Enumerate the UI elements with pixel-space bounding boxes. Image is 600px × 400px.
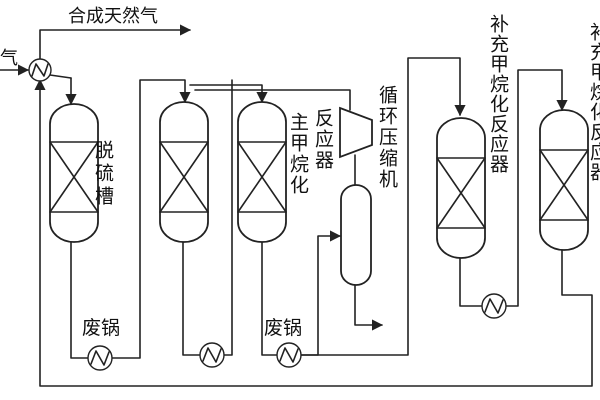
right-reactor-label: 补充甲烷化反应器: [587, 22, 600, 182]
product-gas-line: [39, 24, 192, 61]
product-gas-label: 合成天然气: [68, 6, 158, 27]
waste-boiler-2-label: 废锅: [264, 317, 302, 339]
mixer-line: [189, 84, 268, 104]
boiler1-to-reactor2-line: [111, 79, 191, 359]
feed-gas-label: 气: [0, 48, 18, 69]
separator-bottom-line: [354, 284, 384, 331]
supplementary-reactor-label: 补充甲烷化反应器: [487, 14, 509, 174]
main-reactor-label-a: 主甲烷化: [287, 112, 309, 196]
recycle-compressor-label: 循环压缩机: [376, 85, 398, 190]
main-reactor-vessel-2: [237, 101, 287, 243]
hx2-to-reactor3-line: [223, 79, 233, 356]
main-reactor-vessel-1: [159, 101, 209, 243]
main-reactor-label-b: 反应器: [312, 108, 334, 171]
heat-exchanger-3: [481, 293, 507, 319]
supplementary-reactor-vessel: [436, 117, 486, 259]
reactor2-to-hx2-line: [182, 241, 201, 356]
left-heat-exchanger: [28, 58, 52, 82]
right-reactor-vessel: [539, 109, 589, 251]
waste-boiler-1-label: 废锅: [82, 317, 120, 339]
desulfurizer-to-boiler-line: [70, 241, 89, 359]
recycle-top-line: [194, 89, 351, 111]
reactor3-to-boiler2-line: [261, 241, 278, 356]
to-supplementary-line: [300, 57, 466, 356]
desulfurization-tank-label: 脱硫槽: [92, 140, 114, 209]
hx-to-right-reactor-line: [505, 69, 568, 307]
hx-tube-link: [49, 74, 72, 79]
waste-boiler-2: [276, 342, 302, 368]
waste-boiler-1: [87, 345, 113, 371]
supplementary-to-hx-line: [459, 257, 483, 307]
recycle-compressor: [339, 106, 373, 159]
right-reactor-return-line: [34, 78, 593, 387]
separator-vessel: [340, 184, 372, 286]
desulfurization-vessel: [49, 103, 99, 243]
boiler2-to-separator-line: [300, 230, 342, 356]
heat-exchanger-2: [199, 342, 225, 368]
